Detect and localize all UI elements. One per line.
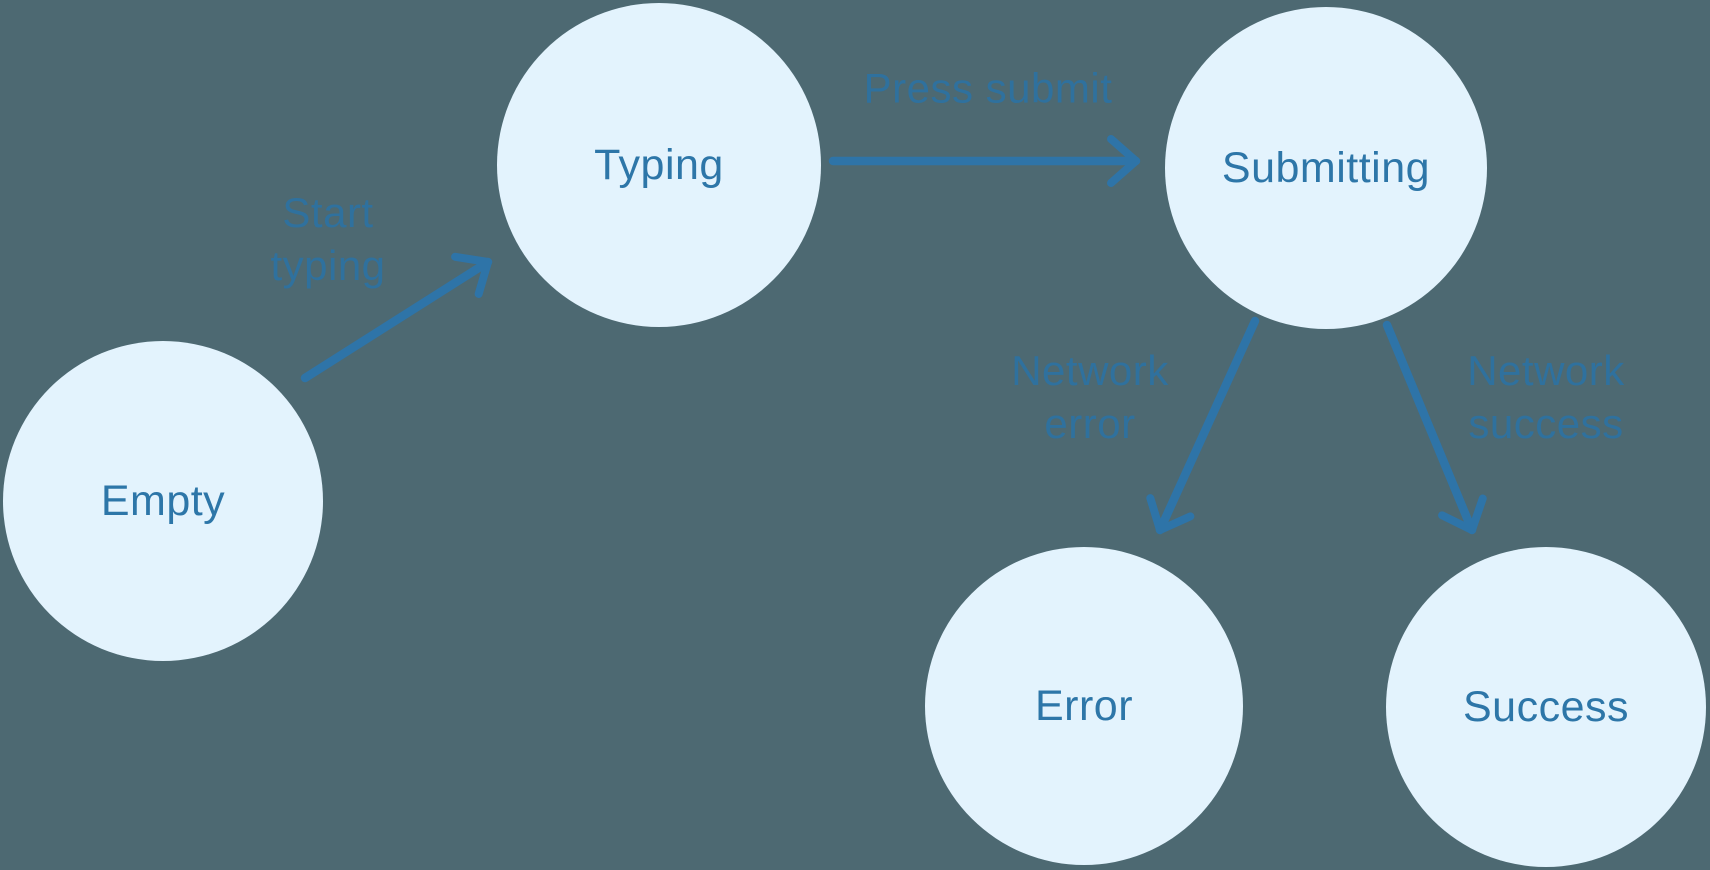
- edge-label-network-success: Network success: [1467, 347, 1625, 447]
- edge-arrow-network-success: [1382, 320, 1487, 535]
- state-label-success: Success: [1462, 682, 1629, 731]
- edge-arrow-network-error: [1146, 316, 1260, 535]
- state-label-typing: Typing: [594, 140, 724, 189]
- state-node-success: Success: [1386, 547, 1706, 867]
- state-label-error: Error: [1034, 681, 1134, 730]
- state-label-submitting: Submitting: [1221, 143, 1431, 192]
- state-label-empty: Empty: [100, 476, 226, 525]
- edge-label-network-error: Network error: [1011, 347, 1169, 447]
- state-node-error: Error: [925, 547, 1243, 865]
- state-node-submitting: Submitting: [1165, 7, 1487, 329]
- edge-label-press-submit: Press submit: [863, 64, 1113, 112]
- state-node-typing: Typing: [497, 3, 821, 327]
- state-node-empty: Empty: [3, 341, 323, 661]
- edge-label-start-typing: Start typing: [270, 189, 386, 289]
- edge-arrow-start-typing: [300, 252, 493, 383]
